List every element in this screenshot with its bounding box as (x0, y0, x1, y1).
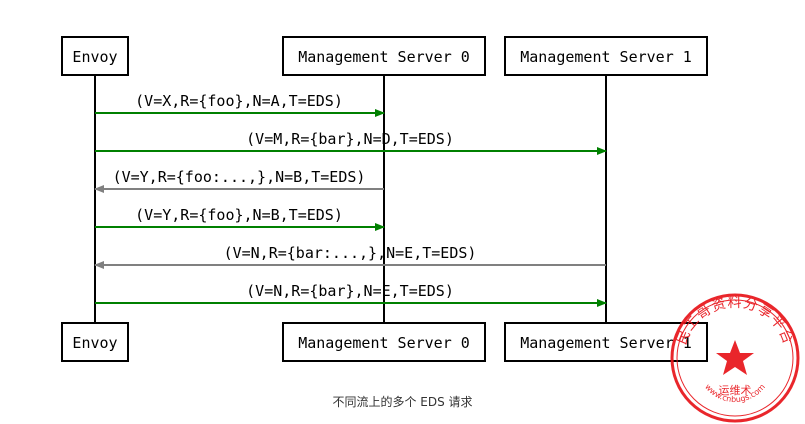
participant-label: Management Server 0 (298, 334, 470, 352)
participant-label: Management Server 1 (520, 48, 692, 66)
message-5: (V=N,R={bar:...,},N=E,T=EDS) (94, 244, 606, 269)
message-3: (V=Y,R={foo:...,},N=B,T=EDS) (94, 168, 384, 193)
participant-management-server-1-top: Management Server 1 (504, 36, 708, 76)
participant-management-server-0-bottom: Management Server 0 (282, 322, 486, 362)
participant-label: Envoy (72, 334, 117, 352)
message-label: (V=N,R={bar},N=E,T=EDS) (246, 282, 454, 300)
stamp-outer-ring (670, 293, 800, 423)
message-4: (V=Y,R={foo},N=B,T=EDS) (95, 206, 385, 231)
message-2: (V=M,R={bar},N=D,T=EDS) (95, 130, 607, 155)
participant-label: Envoy (72, 48, 117, 66)
participant-envoy-bottom: Envoy (61, 322, 129, 362)
message-label: (V=M,R={bar},N=D,T=EDS) (246, 130, 454, 148)
message-label: (V=N,R={bar:...,},N=E,T=EDS) (224, 244, 477, 262)
participant-envoy-top: Envoy (61, 36, 129, 76)
message-label: (V=Y,R={foo:...,},N=B,T=EDS) (113, 168, 366, 186)
participant-management-server-0-top: Management Server 0 (282, 36, 486, 76)
message-6: (V=N,R={bar},N=E,T=EDS) (95, 282, 607, 307)
participant-label: Management Server 1 (520, 334, 692, 352)
message-1: (V=X,R={foo},N=A,T=EDS) (95, 92, 385, 117)
figure-caption: 不同流上的多个 EDS 请求 (332, 395, 473, 409)
message-label: (V=Y,R={foo},N=B,T=EDS) (135, 206, 343, 224)
participant-label: Management Server 0 (298, 48, 470, 66)
stamp-inner-ring (676, 299, 794, 417)
message-label: (V=X,R={foo},N=A,T=EDS) (135, 92, 343, 110)
star-icon (716, 340, 754, 375)
stamp-center-text: 运维术 (719, 384, 752, 397)
